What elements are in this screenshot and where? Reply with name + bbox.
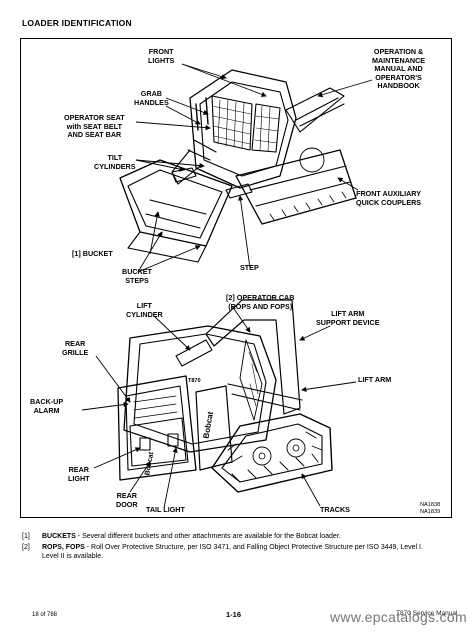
model-decal: T870 — [188, 378, 201, 384]
label-lift-arm: LIFT ARM — [358, 375, 392, 384]
watermark: www.epcatalogs.com — [330, 609, 467, 625]
page-number: 1-16 — [226, 610, 242, 619]
label-operator-cab: [2] OPERATOR CAB(ROPS AND FOPS) — [226, 293, 295, 311]
label-step: STEP — [240, 263, 259, 272]
brand-decal: Bobcat — [202, 411, 216, 440]
note-2: [2]ROPS, FOPS - Roll Over Protective Str… — [22, 544, 423, 560]
figure-frame — [20, 38, 452, 518]
figure-id-a: NA1838 — [420, 502, 441, 508]
figure-id-b: NA1839 — [420, 509, 441, 515]
manual-title: T870 Service Manual — [396, 610, 458, 617]
page-title: LOADER IDENTIFICATION — [22, 18, 132, 28]
label-tail-light: TAIL LIGHT — [146, 505, 185, 514]
label-bucket: [1] BUCKET — [72, 249, 113, 258]
brand-decal-rear: Bobcat — [144, 451, 155, 476]
page-counter: 18 of 788 — [32, 612, 58, 618]
note-1: [1]BUCKETS - Several different buckets a… — [22, 533, 341, 540]
label-tracks: TRACKS — [320, 505, 350, 514]
